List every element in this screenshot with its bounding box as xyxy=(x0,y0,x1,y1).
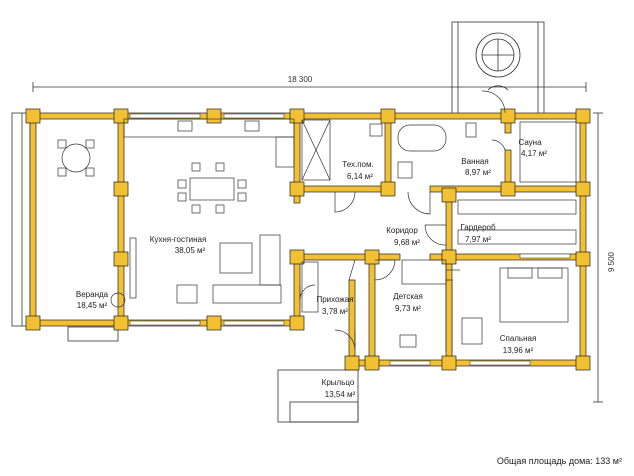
room-name-bath: Ванная xyxy=(461,157,488,166)
dimension-lines xyxy=(32,82,603,403)
room-area-tech: 6,14 м² xyxy=(347,172,373,181)
room-area-bath: 8,97 м² xyxy=(465,168,491,177)
room-area-wardrobe: 7,97 м² xyxy=(465,235,491,244)
chimney-outline xyxy=(451,21,545,118)
room-area-sauna: 4,17 м² xyxy=(521,149,547,158)
room-area-corridor: 9,68 м² xyxy=(394,238,420,247)
room-area-veranda: 18,45 м² xyxy=(77,301,108,310)
room-name-wardrobe: Гардероб xyxy=(460,223,496,232)
room-name-corridor: Коридор xyxy=(386,226,418,235)
room-name-kids: Детская xyxy=(393,292,423,301)
room-area-kitchen: 38,05 м² xyxy=(175,246,206,255)
room-labels: Веранда 18,45 м² Кухня-гостиная 38,05 м²… xyxy=(76,138,547,399)
porch-outline xyxy=(277,369,359,423)
room-area-bedroom: 13,96 м² xyxy=(503,346,534,355)
walls xyxy=(29,112,587,367)
doors xyxy=(299,90,506,351)
room-name-bedroom: Спальная xyxy=(500,334,537,343)
room-name-veranda: Веранда xyxy=(76,290,109,299)
height-dimension: 9 500 xyxy=(607,251,616,272)
width-dimension: 18 300 xyxy=(288,75,313,84)
room-name-tech: Тех.пом. xyxy=(342,160,373,169)
room-name-hall: Прихожая xyxy=(316,295,353,304)
windows xyxy=(129,113,571,366)
room-name-kitchen: Кухня-гостиная xyxy=(150,235,207,244)
log-joints xyxy=(25,108,591,371)
furniture xyxy=(57,118,577,348)
room-name-porch: Крыльцо xyxy=(322,378,355,387)
room-area-hall: 3,78 м² xyxy=(322,307,348,316)
total-area-caption: Общая площадь дома: 133 м² xyxy=(496,456,622,466)
room-area-porch: 13,54 м² xyxy=(325,390,356,399)
room-name-sauna: Сауна xyxy=(518,138,542,147)
room-area-kids: 9,73 м² xyxy=(395,304,421,313)
